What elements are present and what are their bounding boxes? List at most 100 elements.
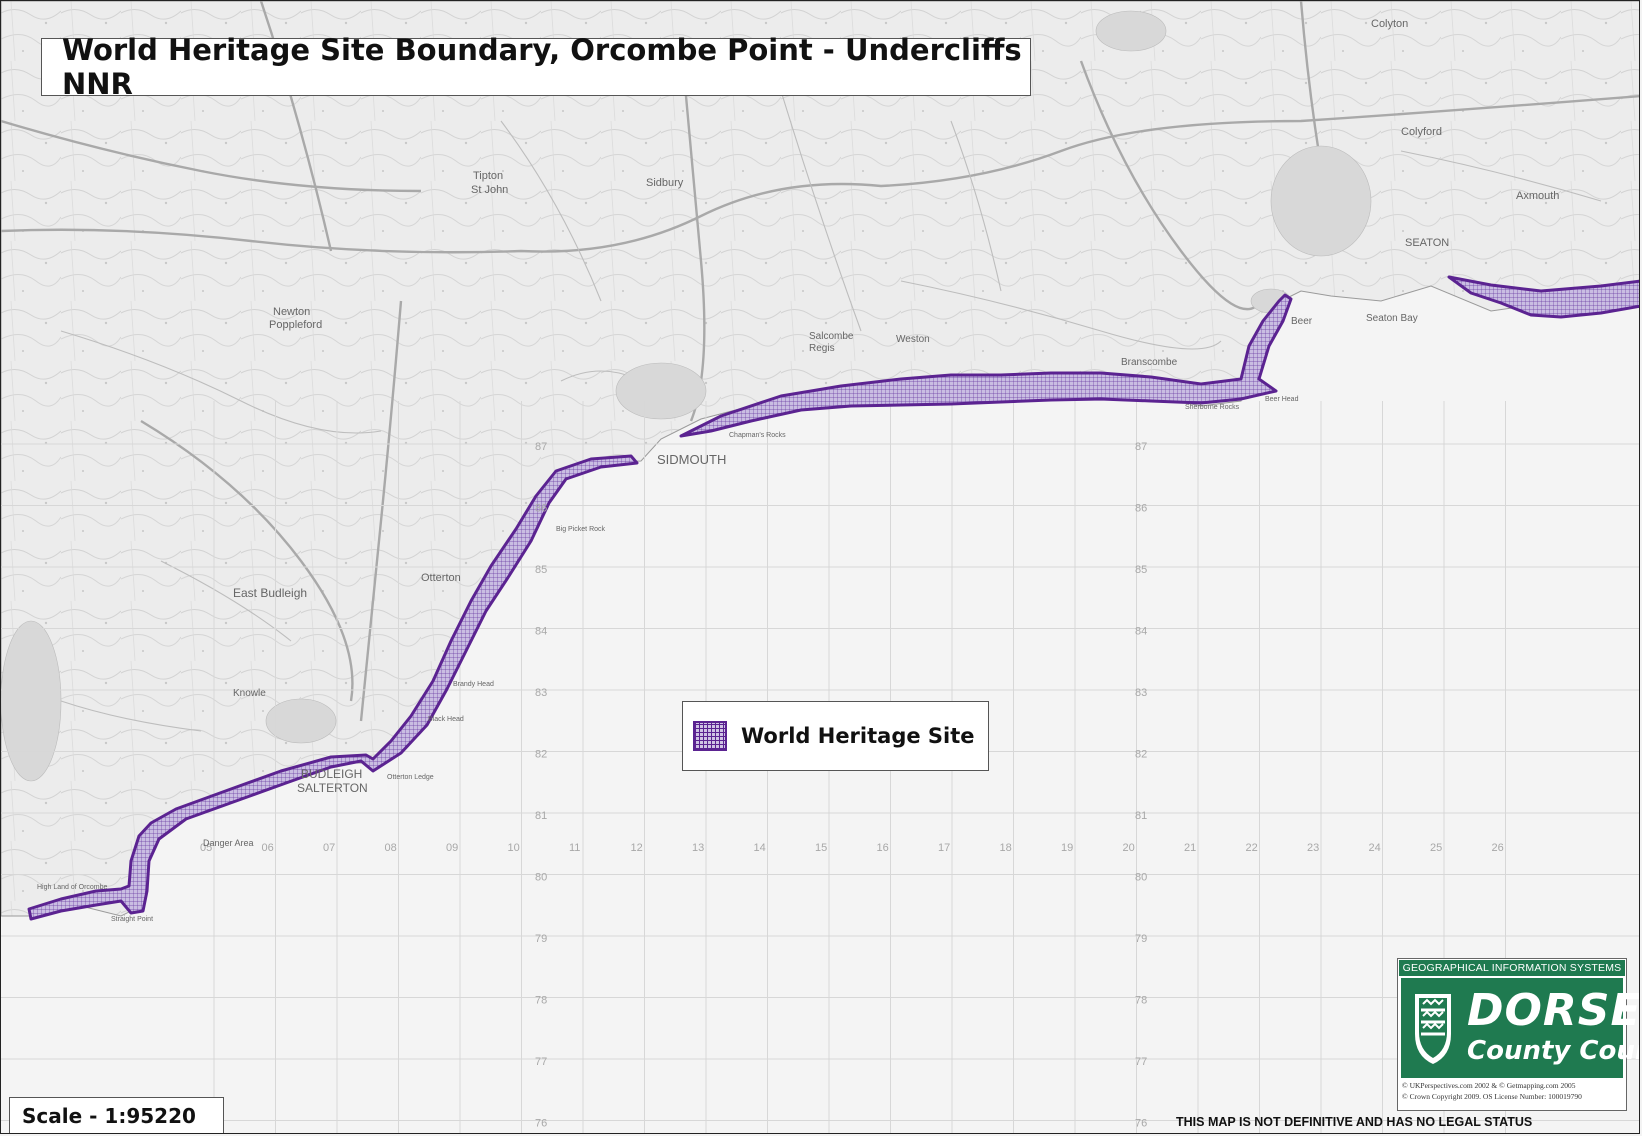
grid-label-easting-26: 26 [1492, 842, 1504, 854]
place-label-beer-head: Beer Head [1265, 396, 1299, 403]
crest-icon [1415, 994, 1451, 1064]
grid-label-easting-24: 24 [1369, 842, 1381, 854]
grid-label-easting-17: 17 [938, 842, 950, 854]
grid-label-northing-right-86: 86 [1135, 503, 1147, 515]
grid-label-northing-left-82: 82 [535, 749, 547, 761]
place-label-knowle: Knowle [233, 688, 266, 699]
legal-disclaimer: THIS MAP IS NOT DEFINITIVE AND HAS NO LE… [1176, 1115, 1533, 1129]
grid-label-easting-15: 15 [815, 842, 827, 854]
grid-label-easting-18: 18 [1000, 842, 1012, 854]
grid-label-easting-09: 09 [446, 842, 458, 854]
place-label-colyford: Colyford [1401, 126, 1442, 138]
whs-segment-exmouth[interactable] [27, 454, 639, 921]
map-legend: World Heritage Site [682, 701, 989, 771]
grid-label-easting-12: 12 [631, 842, 643, 854]
grid-label-easting-11: 11 [569, 842, 580, 854]
grid-label-northing-left-79: 79 [535, 933, 547, 945]
place-label-sidbury: Sidbury [646, 177, 684, 189]
place-label-tipton: Tipton [473, 170, 503, 182]
grid-label-northing-right-81: 81 [1135, 810, 1147, 822]
grid-label-northing-right-87: 87 [1135, 441, 1147, 453]
place-label-regis: Regis [809, 343, 835, 354]
whs-segment-sidmouth-beer[interactable] [679, 293, 1293, 438]
place-labels: SIDMOUTH BUDLEIGH SALTERTON SEATON Beer … [37, 18, 1559, 923]
place-label-otterton: Otterton [421, 572, 461, 584]
place-label-branscombe: Branscombe [1121, 357, 1178, 368]
place-label-otterton-ledge: Otterton Ledge [387, 774, 434, 781]
grid-label-easting-13: 13 [692, 842, 704, 854]
scale-indicator: Scale - 1:95220 [9, 1097, 224, 1133]
grid-label-easting-19: 19 [1061, 842, 1073, 854]
place-label-chapmans-rocks: Chapman's Rocks [729, 432, 786, 439]
place-label-sidmouth: SIDMOUTH [657, 452, 726, 467]
grid-label-northing-right-82: 82 [1135, 749, 1147, 761]
map-title: World Heritage Site Boundary, Orcombe Po… [41, 33, 1031, 101]
place-label-colyton: Colyton [1371, 18, 1408, 30]
place-label-budleigh: BUDLEIGH [301, 767, 362, 781]
grid-label-northing-right-79: 79 [1135, 933, 1147, 945]
grid-label-northing-left-78: 78 [535, 995, 547, 1007]
grid-label-northing-left-85: 85 [535, 564, 547, 576]
place-label-seaton-bay: Seaton Bay [1366, 313, 1418, 324]
grid-label-northing-left-84: 84 [535, 626, 547, 638]
grid-label-northing-left-87: 87 [535, 441, 547, 453]
place-label-salcombe: Salcombe [809, 331, 854, 342]
world-heritage-site-boundary[interactable] [27, 275, 1640, 921]
place-label-high-land-of-orcombe: High Land of Orcombe [37, 884, 108, 891]
grid-label-northing-right-84: 84 [1135, 626, 1147, 638]
grid-label-easting-05: 05 [200, 842, 212, 854]
place-label-straight-point: Straight Point [111, 916, 153, 923]
town-blocks [1, 10, 1372, 782]
grid-label-easting-06: 06 [262, 842, 274, 854]
dorset-county-council-logo: GEOGRAPHICAL INFORMATION SYSTEMS DORSET … [1397, 958, 1639, 1111]
grid-label-easting-23: 23 [1307, 842, 1319, 854]
grid-label-northing-left-77: 77 [535, 1056, 547, 1068]
grid-label-northing-right-85: 85 [1135, 564, 1147, 576]
grid-label-easting-21: 21 [1184, 842, 1196, 854]
grid-label-northing-right-77: 77 [1135, 1056, 1147, 1068]
place-label-salterton: SALTERTON [297, 781, 368, 795]
place-label-st-john: St John [471, 184, 508, 196]
grid-label-northing-right-80: 80 [1135, 872, 1147, 884]
grid-label-northing-left-76: 76 [535, 1118, 547, 1130]
place-label-weston: Weston [896, 334, 930, 345]
grid-label-northing-left-81: 81 [535, 810, 547, 822]
grid-label-northing-right-76: 76 [1135, 1118, 1147, 1130]
whs-segment-axmouth[interactable] [1447, 275, 1640, 319]
scale-text: Scale - 1:95220 [22, 1104, 196, 1128]
grid-label-northing-left-80: 80 [535, 872, 547, 884]
place-label-beer: Beer [1291, 316, 1313, 327]
place-label-newton: Newton [273, 306, 310, 318]
place-label-seaton: SEATON [1405, 237, 1449, 249]
place-label-east-budleigh: East Budleigh [233, 586, 307, 600]
grid-label-easting-08: 08 [385, 842, 397, 854]
grid-label-easting-25: 25 [1430, 842, 1442, 854]
place-label-black-head: Black Head [428, 716, 464, 723]
grid-label-easting-16: 16 [877, 842, 889, 854]
logo-name: DORSET [1467, 985, 1640, 1036]
grid-label-northing-left-86: 86 [535, 503, 547, 515]
grid-label-easting-14: 14 [754, 842, 766, 854]
place-label-big-picket-rock: Big Picket Rock [556, 526, 606, 533]
logo-subname: County Council [1467, 1036, 1639, 1066]
grid-label-easting-10: 10 [508, 842, 520, 854]
roads [1, 1, 1639, 722]
grid-label-easting-07: 07 [323, 842, 335, 854]
grid-label-northing-right-78: 78 [1135, 995, 1147, 1007]
grid-label-northing-right-83: 83 [1135, 687, 1147, 699]
map-title-text: World Heritage Site Boundary, Orcombe Po… [62, 33, 1022, 101]
copyright-line-2: © Crown Copyright 2009. OS License Numbe… [1402, 1092, 1582, 1101]
grid-label-easting-22: 22 [1246, 842, 1258, 854]
place-label-brandy-head: Brandy Head [453, 681, 494, 688]
copyright-line-1: © UKPerspectives.com 2002 & © Getmapping… [1402, 1081, 1576, 1090]
logo-panel: DORSET County Council [1401, 978, 1639, 1078]
world-heritage-site-swatch-icon [693, 721, 727, 751]
place-label-poppleford: Poppleford [269, 319, 322, 331]
legend-label: World Heritage Site [741, 724, 975, 748]
place-label-danger-area: Danger Area [203, 838, 254, 848]
place-label-sherborne-rocks: Sherborne Rocks [1185, 404, 1240, 411]
gis-header: GEOGRAPHICAL INFORMATION SYSTEMS [1399, 960, 1625, 976]
